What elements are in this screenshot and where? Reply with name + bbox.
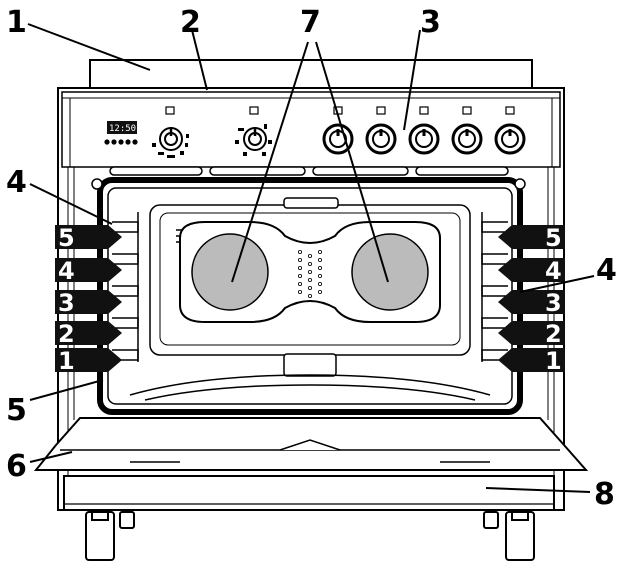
fan-grille-right [351,233,429,311]
shelf-rails-left [112,212,139,362]
svg-text:1: 1 [58,347,75,375]
hob-knob-2 [365,123,397,155]
level-tag-right-5: 5 [498,224,565,252]
hob-knob-3 [408,123,440,155]
svg-text:3: 3 [545,289,562,317]
callout-5: 5 [6,393,27,428]
clock-buttons [104,139,138,145]
bottom-panel [63,475,555,511]
svg-text:4: 4 [545,257,562,285]
center-vent-holes [297,249,322,298]
svg-text:2: 2 [545,320,562,348]
control-knobs [159,123,526,155]
level-tag-left-4: 4 [55,257,122,285]
callout-4-right: 4 [596,253,617,288]
svg-text:1: 1 [545,347,562,375]
callout-labels: 1 2 7 3 4 4 5 6 8 [6,5,617,512]
thermostat-knob [159,127,183,151]
callout-2: 2 [180,5,201,40]
knob-scale-marks [152,124,272,158]
callout-7: 7 [300,5,321,40]
level-tag-left-5: 5 [55,224,122,252]
knob-symbols [165,106,515,115]
hob-knob-5 [494,123,526,155]
vent-slots [109,166,509,176]
level-tag-left-1: 1 [55,347,122,375]
callout-1: 1 [6,5,27,40]
level-tag-right-1: 1 [498,347,565,375]
svg-text:5: 5 [545,224,562,252]
callout-4-left: 4 [6,165,27,200]
svg-text:3: 3 [58,289,75,317]
oven-door [33,417,589,471]
callout-3: 3 [420,5,441,40]
svg-text:2: 2 [58,320,75,348]
callout-6: 6 [6,449,27,484]
svg-text:5: 5 [58,224,75,252]
level-tag-left-3: 3 [55,289,122,317]
shelf-rails-right [481,212,508,362]
hob-knob-4 [451,123,483,155]
callout-8: 8 [594,477,615,512]
shelf-level-tags-left: 5 4 3 2 1 [55,224,122,375]
fan-cover [179,221,441,323]
fan-grille-left [191,233,269,311]
svg-text:4: 4 [58,257,75,285]
clock-readout: 12:50 [109,124,136,134]
level-tag-right-2: 2 [498,320,565,348]
leader-lines [27,23,595,493]
shelf-level-tags-right: 5 4 3 2 1 [498,224,565,375]
clock-display: 12:50 [104,121,138,145]
oven-feet [85,511,535,561]
level-tag-left-2: 2 [55,320,122,348]
hob-knob-1 [322,123,354,155]
function-knob [243,127,267,151]
oven-floor [129,374,491,401]
level-tag-right-3: 3 [498,289,565,317]
backguard [89,59,533,91]
level-tag-right-4: 4 [498,257,565,285]
